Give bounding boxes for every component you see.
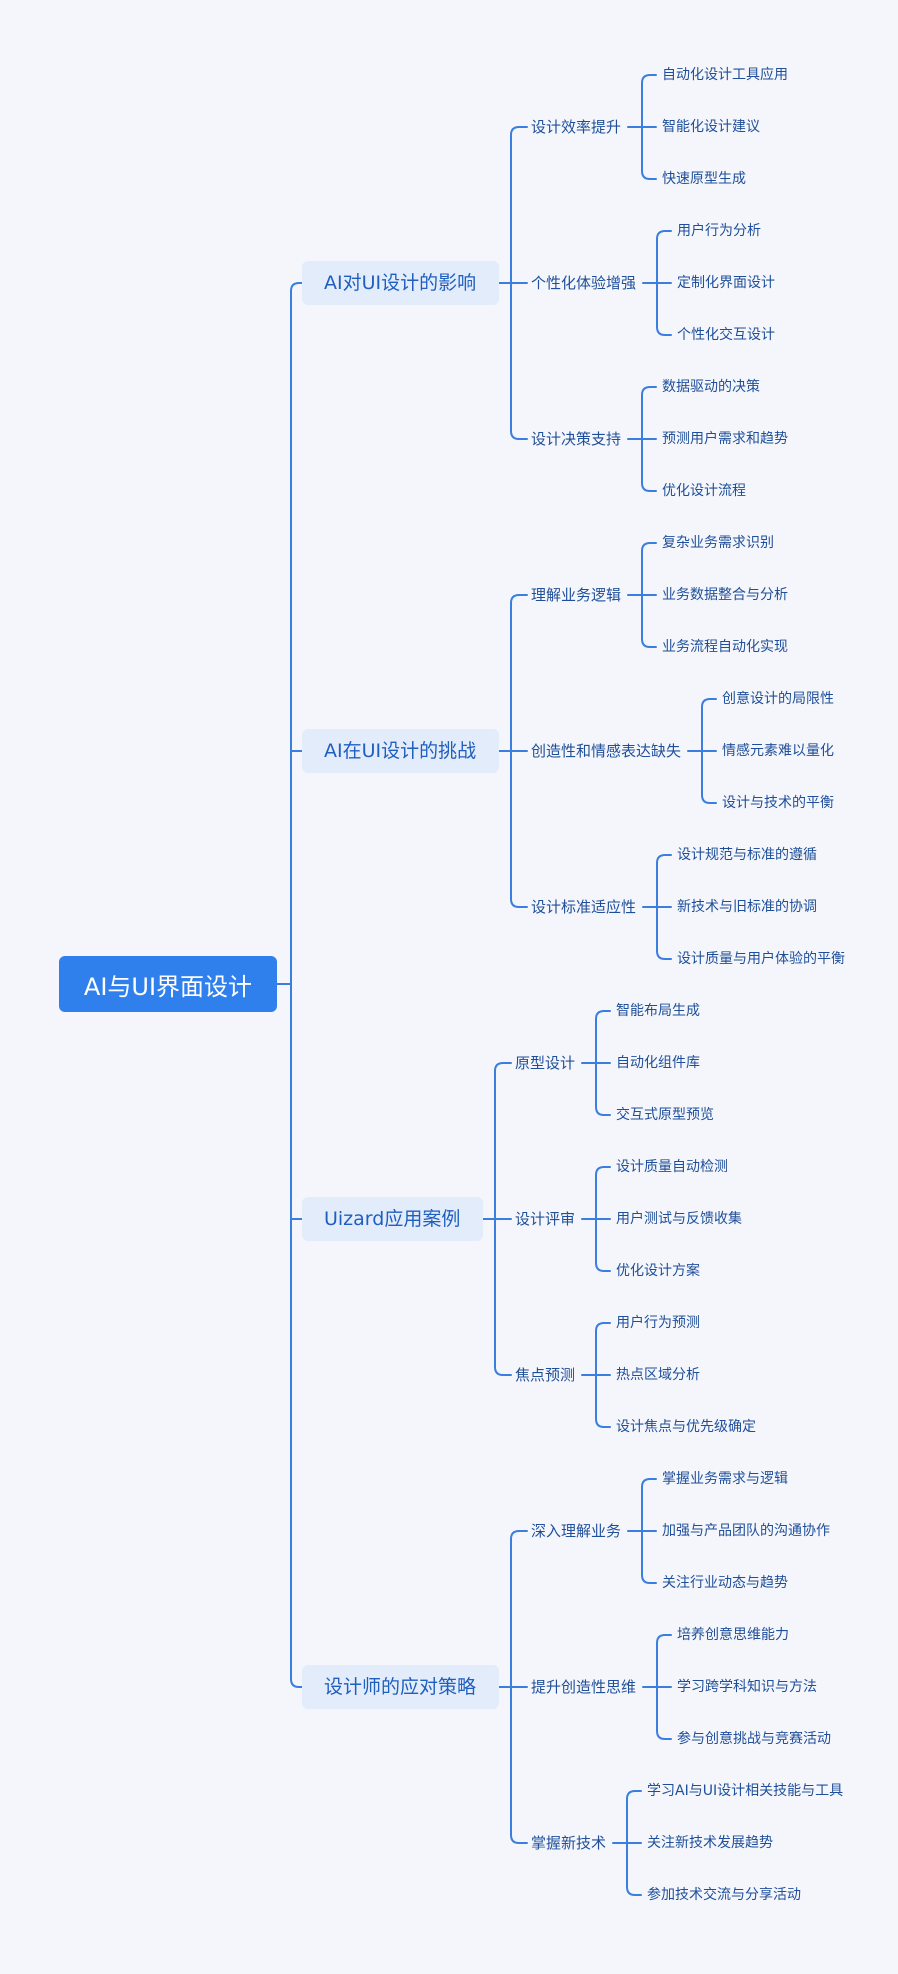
leaf-topic[interactable]: 热点区域分析 [616,1367,700,1383]
leaf-topic[interactable]: 创意设计的局限性 [722,691,834,707]
branch-node[interactable]: Uizard应用案例 [302,1197,483,1241]
leaf-topic[interactable]: 加强与产品团队的沟通协作 [662,1523,830,1539]
leaf-topic[interactable]: 优化设计流程 [662,483,746,499]
leaf-topic[interactable]: 情感元素难以量化 [722,743,834,759]
leaf-topic[interactable]: 复杂业务需求识别 [662,535,774,551]
sub-topic[interactable]: 掌握新技术 [531,1834,607,1852]
leaf-topic[interactable]: 参与创意挑战与竞赛活动 [677,1731,831,1747]
sub-topic[interactable]: 设计标准适应性 [531,898,637,916]
leaf-topic[interactable]: 智能布局生成 [616,1003,700,1019]
leaf-topic[interactable]: 自动化组件库 [616,1055,700,1071]
leaf-topic[interactable]: 掌握业务需求与逻辑 [662,1471,788,1487]
leaf-topic[interactable]: 学习跨学科知识与方法 [677,1679,817,1695]
branch-node[interactable]: AI在UI设计的挑战 [302,729,499,773]
leaf-topic[interactable]: 培养创意思维能力 [677,1627,789,1643]
leaf-topic[interactable]: 交互式原型预览 [616,1107,714,1123]
leaf-topic[interactable]: 自动化设计工具应用 [662,67,788,83]
leaf-topic[interactable]: 数据驱动的决策 [662,379,760,395]
branch-node[interactable]: AI对UI设计的影响 [302,261,499,305]
leaf-topic[interactable]: 优化设计方案 [616,1263,700,1279]
sub-topic[interactable]: 深入理解业务 [531,1522,622,1540]
sub-topic[interactable]: 理解业务逻辑 [531,586,622,604]
leaf-topic[interactable]: 用户测试与反馈收集 [616,1211,742,1227]
sub-topic[interactable]: 设计决策支持 [531,430,622,448]
leaf-topic[interactable]: 设计规范与标准的遵循 [677,847,817,863]
sub-topic[interactable]: 设计效率提升 [531,118,622,136]
leaf-topic[interactable]: 新技术与旧标准的协调 [677,899,817,915]
sub-topic[interactable]: 提升创造性思维 [531,1678,637,1696]
leaf-topic[interactable]: 设计质量与用户体验的平衡 [677,951,845,967]
leaf-topic[interactable]: 用户行为分析 [677,223,761,239]
leaf-topic[interactable]: 关注新技术发展趋势 [647,1835,773,1851]
root-node[interactable]: AI与UI界面设计 [59,956,277,1012]
leaf-topic[interactable]: 设计质量自动检测 [616,1159,728,1175]
leaf-topic[interactable]: 业务数据整合与分析 [662,587,788,603]
leaf-topic[interactable]: 用户行为预测 [616,1315,700,1331]
leaf-topic[interactable]: 设计与技术的平衡 [722,795,834,811]
sub-topic[interactable]: 个性化体验增强 [531,274,637,292]
leaf-topic[interactable]: 学习AI与UI设计相关技能与工具 [647,1783,844,1799]
leaf-topic[interactable]: 设计焦点与优先级确定 [616,1419,756,1435]
leaf-topic[interactable]: 定制化界面设计 [677,275,775,291]
leaf-topic[interactable]: 预测用户需求和趋势 [662,431,788,447]
leaf-topic[interactable]: 智能化设计建议 [662,119,760,135]
sub-topic[interactable]: 设计评审 [515,1210,576,1228]
sub-topic[interactable]: 原型设计 [515,1054,576,1072]
leaf-topic[interactable]: 个性化交互设计 [677,327,775,343]
leaf-topic[interactable]: 参加技术交流与分享活动 [647,1887,801,1903]
branch-node[interactable]: 设计师的应对策略 [302,1665,499,1709]
sub-topic[interactable]: 焦点预测 [515,1366,576,1384]
main-spine [290,282,300,1688]
leaf-topic[interactable]: 快速原型生成 [662,171,746,187]
leaf-topic[interactable]: 业务流程自动化实现 [662,639,788,655]
leaf-topic[interactable]: 关注行业动态与趋势 [662,1575,788,1591]
sub-topic[interactable]: 创造性和情感表达缺失 [531,742,682,760]
